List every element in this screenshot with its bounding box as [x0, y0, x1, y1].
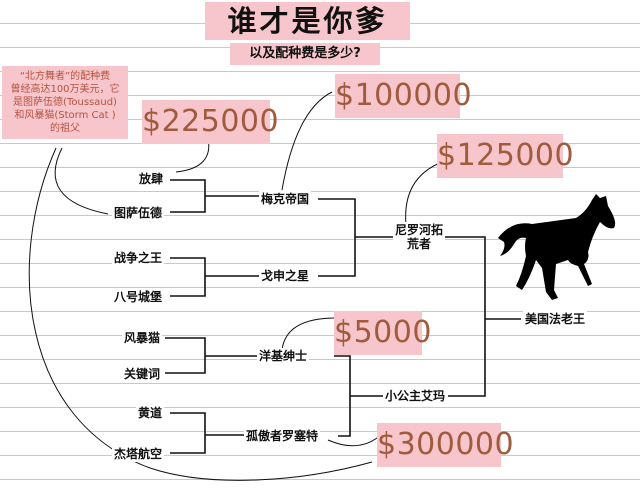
horse-tusawude: 图萨伍德 — [112, 205, 165, 221]
horse-silhouette-icon — [498, 194, 616, 300]
horse-niluohe-line1: 尼罗河拓 — [395, 223, 444, 237]
horse-meike: 梅克帝国 — [259, 191, 312, 207]
note-line: 和风暴猫(Storm Cat ) — [14, 110, 116, 121]
page-title: 谁才是你爹 — [205, 2, 410, 40]
note-line: “北方舞者”的配种费 — [19, 71, 111, 82]
horse-gu-ao: 孤傲者罗塞特 — [244, 428, 321, 444]
horse-meiguo: 美国法老王 — [523, 311, 588, 327]
note-line: 是图萨伍德(Toussaud) — [13, 97, 117, 108]
fee-meike: $100000 — [335, 74, 472, 118]
horse-fengbaomao: 风暴猫 — [122, 330, 163, 346]
page-subtitle: 以及配种费是多少? — [230, 43, 380, 65]
horse-fangsi: 放肆 — [137, 171, 166, 187]
horse-guanjianci: 关键词 — [122, 366, 163, 382]
note-box: “北方舞者”的配种费 曾经高达100万美元，它 是图萨伍德(Toussaud) … — [2, 66, 128, 139]
horse-niluohe-line2: 荒者 — [407, 237, 432, 251]
horse-gechen: 戈申之星 — [259, 268, 312, 284]
fee-niluohe: $125000 — [437, 134, 574, 178]
horse-bahao: 八号城堡 — [112, 289, 165, 305]
note-line: 曾经高达100万美元，它 — [10, 84, 120, 95]
fee-fangsi: $225000 — [142, 100, 279, 144]
fee-yangji: $5000 — [334, 311, 431, 355]
horse-zhanzheng: 战争之王 — [112, 250, 165, 266]
horse-huangdao: 黄道 — [136, 405, 165, 421]
horse-xiaogongzhu: 小公主艾玛 — [383, 388, 448, 404]
horse-yangji: 洋基绅士 — [257, 348, 310, 364]
fee-gu-ao: $300000 — [377, 423, 514, 467]
horse-niluohe: 尼罗河拓 荒者 — [393, 222, 446, 252]
horse-jieta: 杰塔航空 — [112, 446, 165, 462]
note-line: 的祖父 — [50, 123, 80, 134]
